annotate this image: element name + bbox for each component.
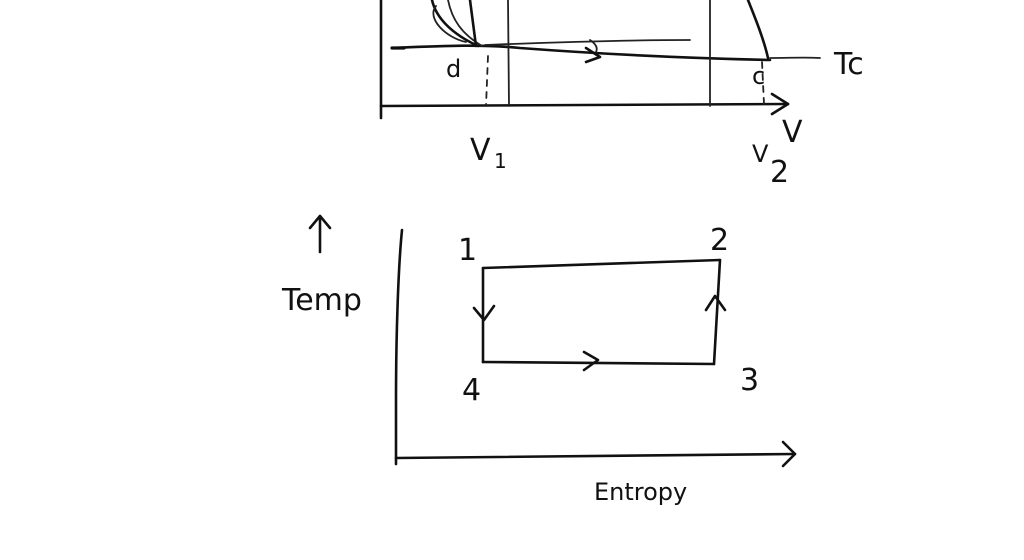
pv-flow-arrow [584, 46, 602, 64]
pv-adiabat-loop [432, 5, 467, 43]
pv-diagram: d c Tc V V 1 V 2 [379, 0, 864, 190]
pv-v1-line-b [507, 0, 510, 107]
ts-x-axis-arrowhead [781, 440, 797, 468]
ts-y-axis [394, 228, 404, 466]
ts-diagram: 1 2 3 4 Temp Entropy [281, 214, 797, 506]
ts-corner-1-label: 1 [458, 233, 477, 268]
pv-tc-label: Tc [833, 47, 864, 82]
pv-point-d-label: d [446, 55, 461, 83]
pv-x-axis-label: V [782, 115, 803, 150]
ts-arrow-right [582, 350, 600, 372]
pv-adiabat-left [430, 0, 480, 48]
temp-up-arrowhead [308, 214, 332, 230]
ts-x-axis [394, 452, 797, 460]
ts-cycle-right [712, 258, 722, 366]
ts-arrow-up [704, 294, 727, 312]
pv-isotherm-tc [390, 44, 772, 62]
ts-corner-3-label: 3 [740, 363, 759, 398]
pv-x-axis [379, 102, 790, 108]
ts-cycle-bottom [481, 360, 716, 366]
pv-v2-subscript: 2 [770, 155, 789, 190]
pv-v1-subscript: 1 [494, 149, 507, 173]
pv-adiabat-right [746, 0, 770, 60]
ts-cycle-top [481, 258, 722, 270]
pv-v1-label: V [470, 133, 491, 168]
ts-corner-2-label: 2 [710, 223, 729, 258]
ts-arrow-down [472, 304, 496, 322]
pv-small-curve [589, 39, 598, 53]
pv-adiabat-left-2 [447, 0, 483, 47]
pv-upper-line [484, 39, 691, 46]
ts-x-axis-label: Entropy [594, 478, 687, 506]
pv-point-c-label: c [752, 62, 765, 90]
ts-y-axis-label: Temp [281, 283, 362, 318]
pv-v2-label: V [752, 140, 769, 168]
ts-corner-4-label: 4 [462, 373, 481, 408]
pv-x-axis-arrowhead [770, 92, 790, 116]
pv-v1-dashed [485, 55, 489, 107]
pv-v1-line-a [468, 0, 478, 48]
